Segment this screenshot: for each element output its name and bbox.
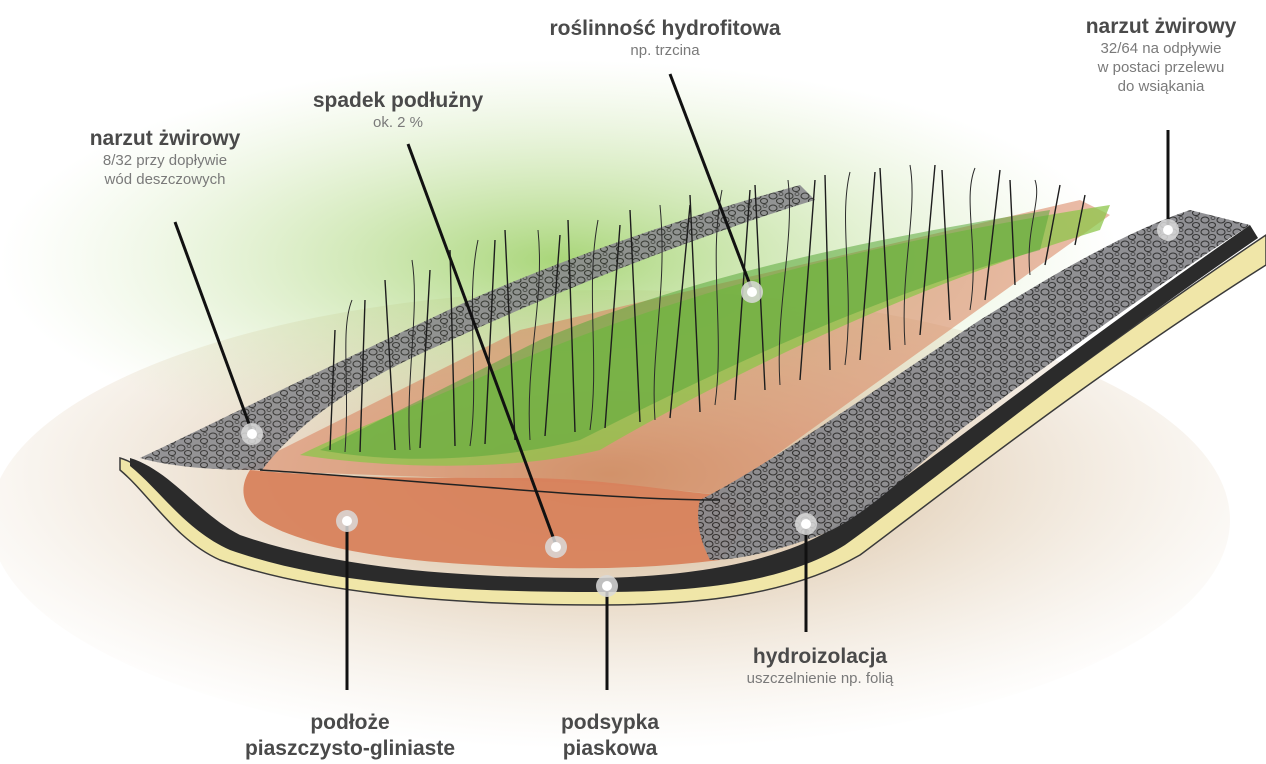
marker-gravel-outflow-dot xyxy=(1163,225,1173,235)
label-gravel-outflow-line3: do wsiąkania xyxy=(1046,78,1266,97)
label-gravel-inflow: narzut żwirowy 8/32 przy dopływie wód de… xyxy=(40,126,290,190)
label-gravel-outflow-title: narzut żwirowy xyxy=(1046,14,1266,40)
label-substrate-line1: piaszczysto-gliniaste xyxy=(190,736,510,762)
marker-slope-dot xyxy=(551,542,561,552)
label-plants: roślinność hydrofitowa np. trzcina xyxy=(500,16,830,61)
label-gravel-inflow-line2: wód deszczowych xyxy=(40,171,290,190)
label-substrate: podłoże piaszczysto-gliniaste xyxy=(190,710,510,763)
label-slope-line1: ok. 2 % xyxy=(268,114,528,133)
label-plants-line1: np. trzcina xyxy=(500,42,830,61)
label-gravel-inflow-line1: 8/32 przy dopływie xyxy=(40,152,290,171)
label-gravel-outflow: narzut żwirowy 32/64 na odpływie w posta… xyxy=(1046,14,1266,97)
label-sand-bedding: podsypka piaskowa xyxy=(500,710,720,763)
label-slope-title: spadek podłużny xyxy=(268,88,528,114)
label-waterproofing-title: hydroizolacja xyxy=(690,644,950,670)
label-waterproofing-line1: uszczelnienie np. folią xyxy=(690,670,950,689)
label-substrate-title: podłoże xyxy=(190,710,510,736)
marker-gravel-inflow-dot xyxy=(247,429,257,439)
label-sand-bedding-line1: piaskowa xyxy=(500,736,720,762)
marker-sand-dot xyxy=(602,581,612,591)
label-gravel-outflow-line1: 32/64 na odpływie xyxy=(1046,40,1266,59)
label-gravel-outflow-line2: w postaci przelewu xyxy=(1046,59,1266,78)
label-gravel-inflow-title: narzut żwirowy xyxy=(40,126,290,152)
marker-substrate-dot xyxy=(342,516,352,526)
label-slope: spadek podłużny ok. 2 % xyxy=(268,88,528,133)
marker-plants-dot xyxy=(747,287,757,297)
label-waterproofing: hydroizolacja uszczelnienie np. folią xyxy=(690,644,950,689)
label-plants-title: roślinność hydrofitowa xyxy=(500,16,830,42)
label-sand-bedding-title: podsypka xyxy=(500,710,720,736)
marker-waterproofing-dot xyxy=(801,519,811,529)
